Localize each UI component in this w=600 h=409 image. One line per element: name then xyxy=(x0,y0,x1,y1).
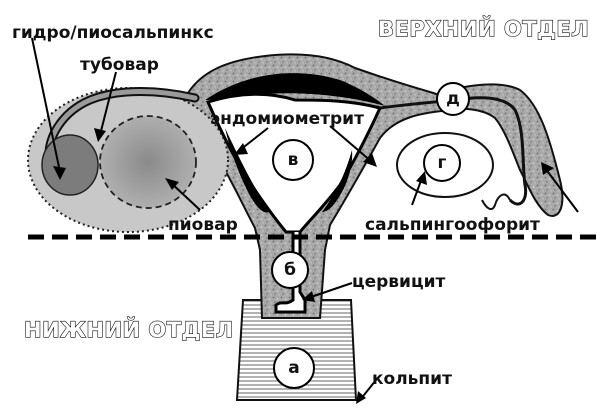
label-salpingo-oophoritis: сальпингоофорит xyxy=(365,215,540,235)
label-tubovar: тубовар xyxy=(80,55,159,75)
tube-line-right xyxy=(379,96,528,206)
arrow-endomyo-right xyxy=(329,125,373,163)
arrowhead-cervicitis xyxy=(302,291,315,302)
arrow-endomyo-left xyxy=(239,127,269,151)
endometrium-right xyxy=(322,150,353,212)
left-ovary-pyovar xyxy=(99,115,197,209)
cervical-canal xyxy=(274,232,307,314)
marker-b: б xyxy=(271,251,309,289)
label-hydrosalpinx: гидро/пиосальпинкс xyxy=(12,23,214,43)
svg-text:а: а xyxy=(288,358,299,378)
svg-text:в: в xyxy=(288,150,299,170)
svg-text:д: д xyxy=(446,89,460,109)
endometrium-top xyxy=(205,73,385,106)
marker-d: д xyxy=(436,82,470,116)
arrow-salpingo-tube xyxy=(544,167,579,213)
arrow-hydro xyxy=(31,37,61,173)
svg-text:б: б xyxy=(284,260,296,280)
label-colpitis: кольпит xyxy=(372,369,452,389)
label-pyovar: пиовар xyxy=(168,215,238,235)
arrowhead-salpingo-ovary xyxy=(416,171,427,185)
marker-g: г xyxy=(423,144,461,182)
arrowhead-hydro xyxy=(53,166,66,180)
arrow-tubovar xyxy=(99,71,117,136)
arrowhead-tubovar xyxy=(94,128,106,142)
arrowhead-piovar xyxy=(165,178,179,190)
right-fallopian-tube xyxy=(438,83,564,217)
arrowhead-salpingo-tube xyxy=(541,162,554,175)
marker-v: в xyxy=(272,139,314,181)
region-upper-title: ВЕРХНИЙ ОТДЕЛ xyxy=(378,16,589,41)
region-lower-title: НИЖНИЙ ОТДЕЛ xyxy=(24,317,234,342)
hydrosalpinx xyxy=(41,134,99,196)
arrow-piovar xyxy=(169,181,201,211)
arrowhead-endomyo-left xyxy=(234,143,248,155)
arrow-cervicitis xyxy=(307,282,353,299)
label-cervicitis: цервицит xyxy=(352,272,445,292)
marker-a: а xyxy=(273,347,315,389)
label-endomyometritis: эндомиометрит xyxy=(210,109,364,129)
arrowhead-endomyo-right xyxy=(363,153,377,167)
arrowhead-colpitis xyxy=(356,391,366,404)
svg-text:г: г xyxy=(438,153,447,173)
